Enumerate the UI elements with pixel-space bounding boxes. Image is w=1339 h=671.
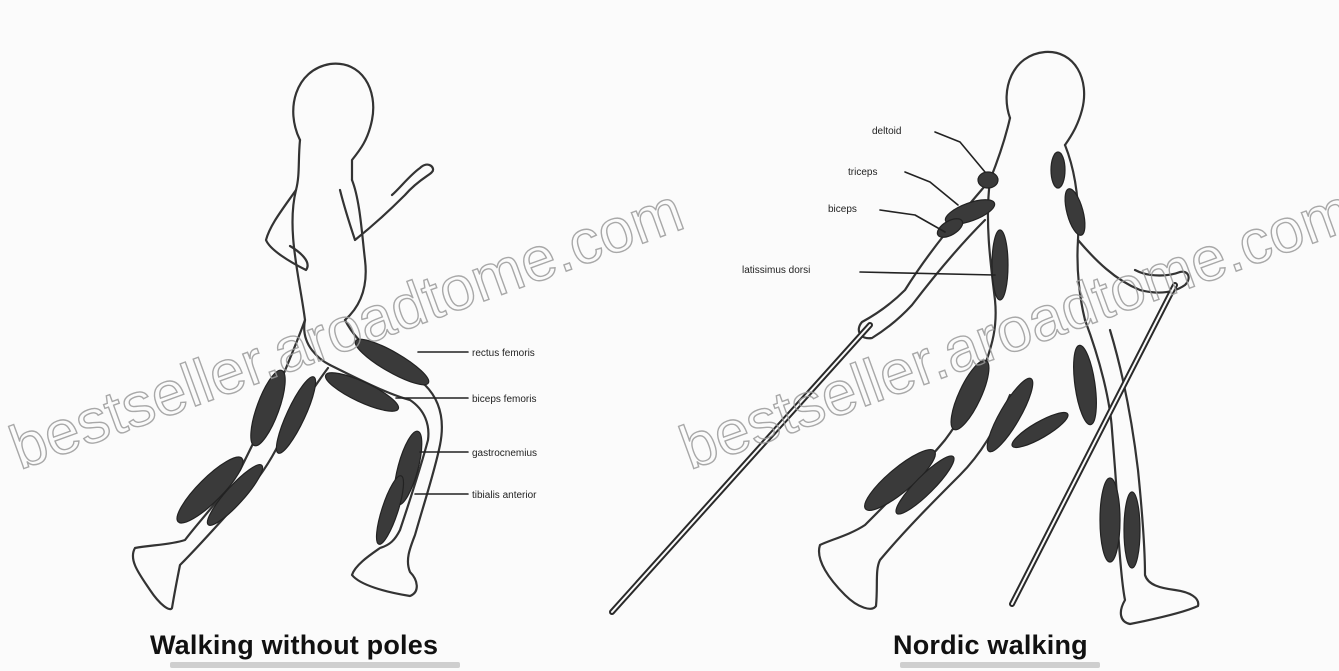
label-rectus-femoris: rectus femoris: [472, 348, 535, 359]
head-outline-right: [1007, 52, 1085, 145]
label-latissimus-dorsi: latissimus dorsi: [742, 265, 810, 276]
muscle-calf-back: [1100, 478, 1120, 562]
watermark-group: bestseller.aroadtome.com bestseller.aroa…: [1, 176, 1339, 484]
caption-underline-left: [170, 662, 460, 668]
label-triceps: triceps: [848, 167, 877, 178]
label-biceps-femoris: biceps femoris: [472, 394, 536, 405]
muscle-biceps-femoris: [322, 366, 403, 418]
label-tibialis-anterior: tibialis anterior: [472, 490, 537, 501]
muscle-thigh-back: [1070, 344, 1101, 426]
muscle-upper-back: [1051, 152, 1065, 188]
left-label-group: rectus femoris biceps femoris gastrocnem…: [472, 348, 537, 501]
back-leg-outline-right: [1085, 320, 1198, 624]
caption-nordic-walking: Nordic walking: [893, 630, 1088, 661]
back-arm-outline: [266, 190, 308, 270]
muscle-deltoid: [978, 172, 998, 188]
muscle-back-arm: [1061, 187, 1089, 238]
right-label-group: deltoid triceps biceps latissimus dorsi: [742, 126, 901, 276]
label-gastrocnemius: gastrocnemius: [472, 448, 537, 459]
muscle-calf-back-2: [1124, 492, 1140, 568]
muscle-tibialis-anterior: [371, 473, 408, 546]
muscle-latissimus-dorsi: [992, 230, 1008, 300]
caption-walking-without-poles: Walking without poles: [150, 630, 438, 661]
caption-underline-right: [900, 662, 1100, 668]
head-outline: [293, 64, 373, 180]
label-deltoid: deltoid: [872, 126, 901, 137]
front-arm-outline: [340, 165, 433, 240]
watermark-left: bestseller.aroadtome.com: [1, 176, 692, 484]
label-biceps: biceps: [828, 204, 857, 215]
